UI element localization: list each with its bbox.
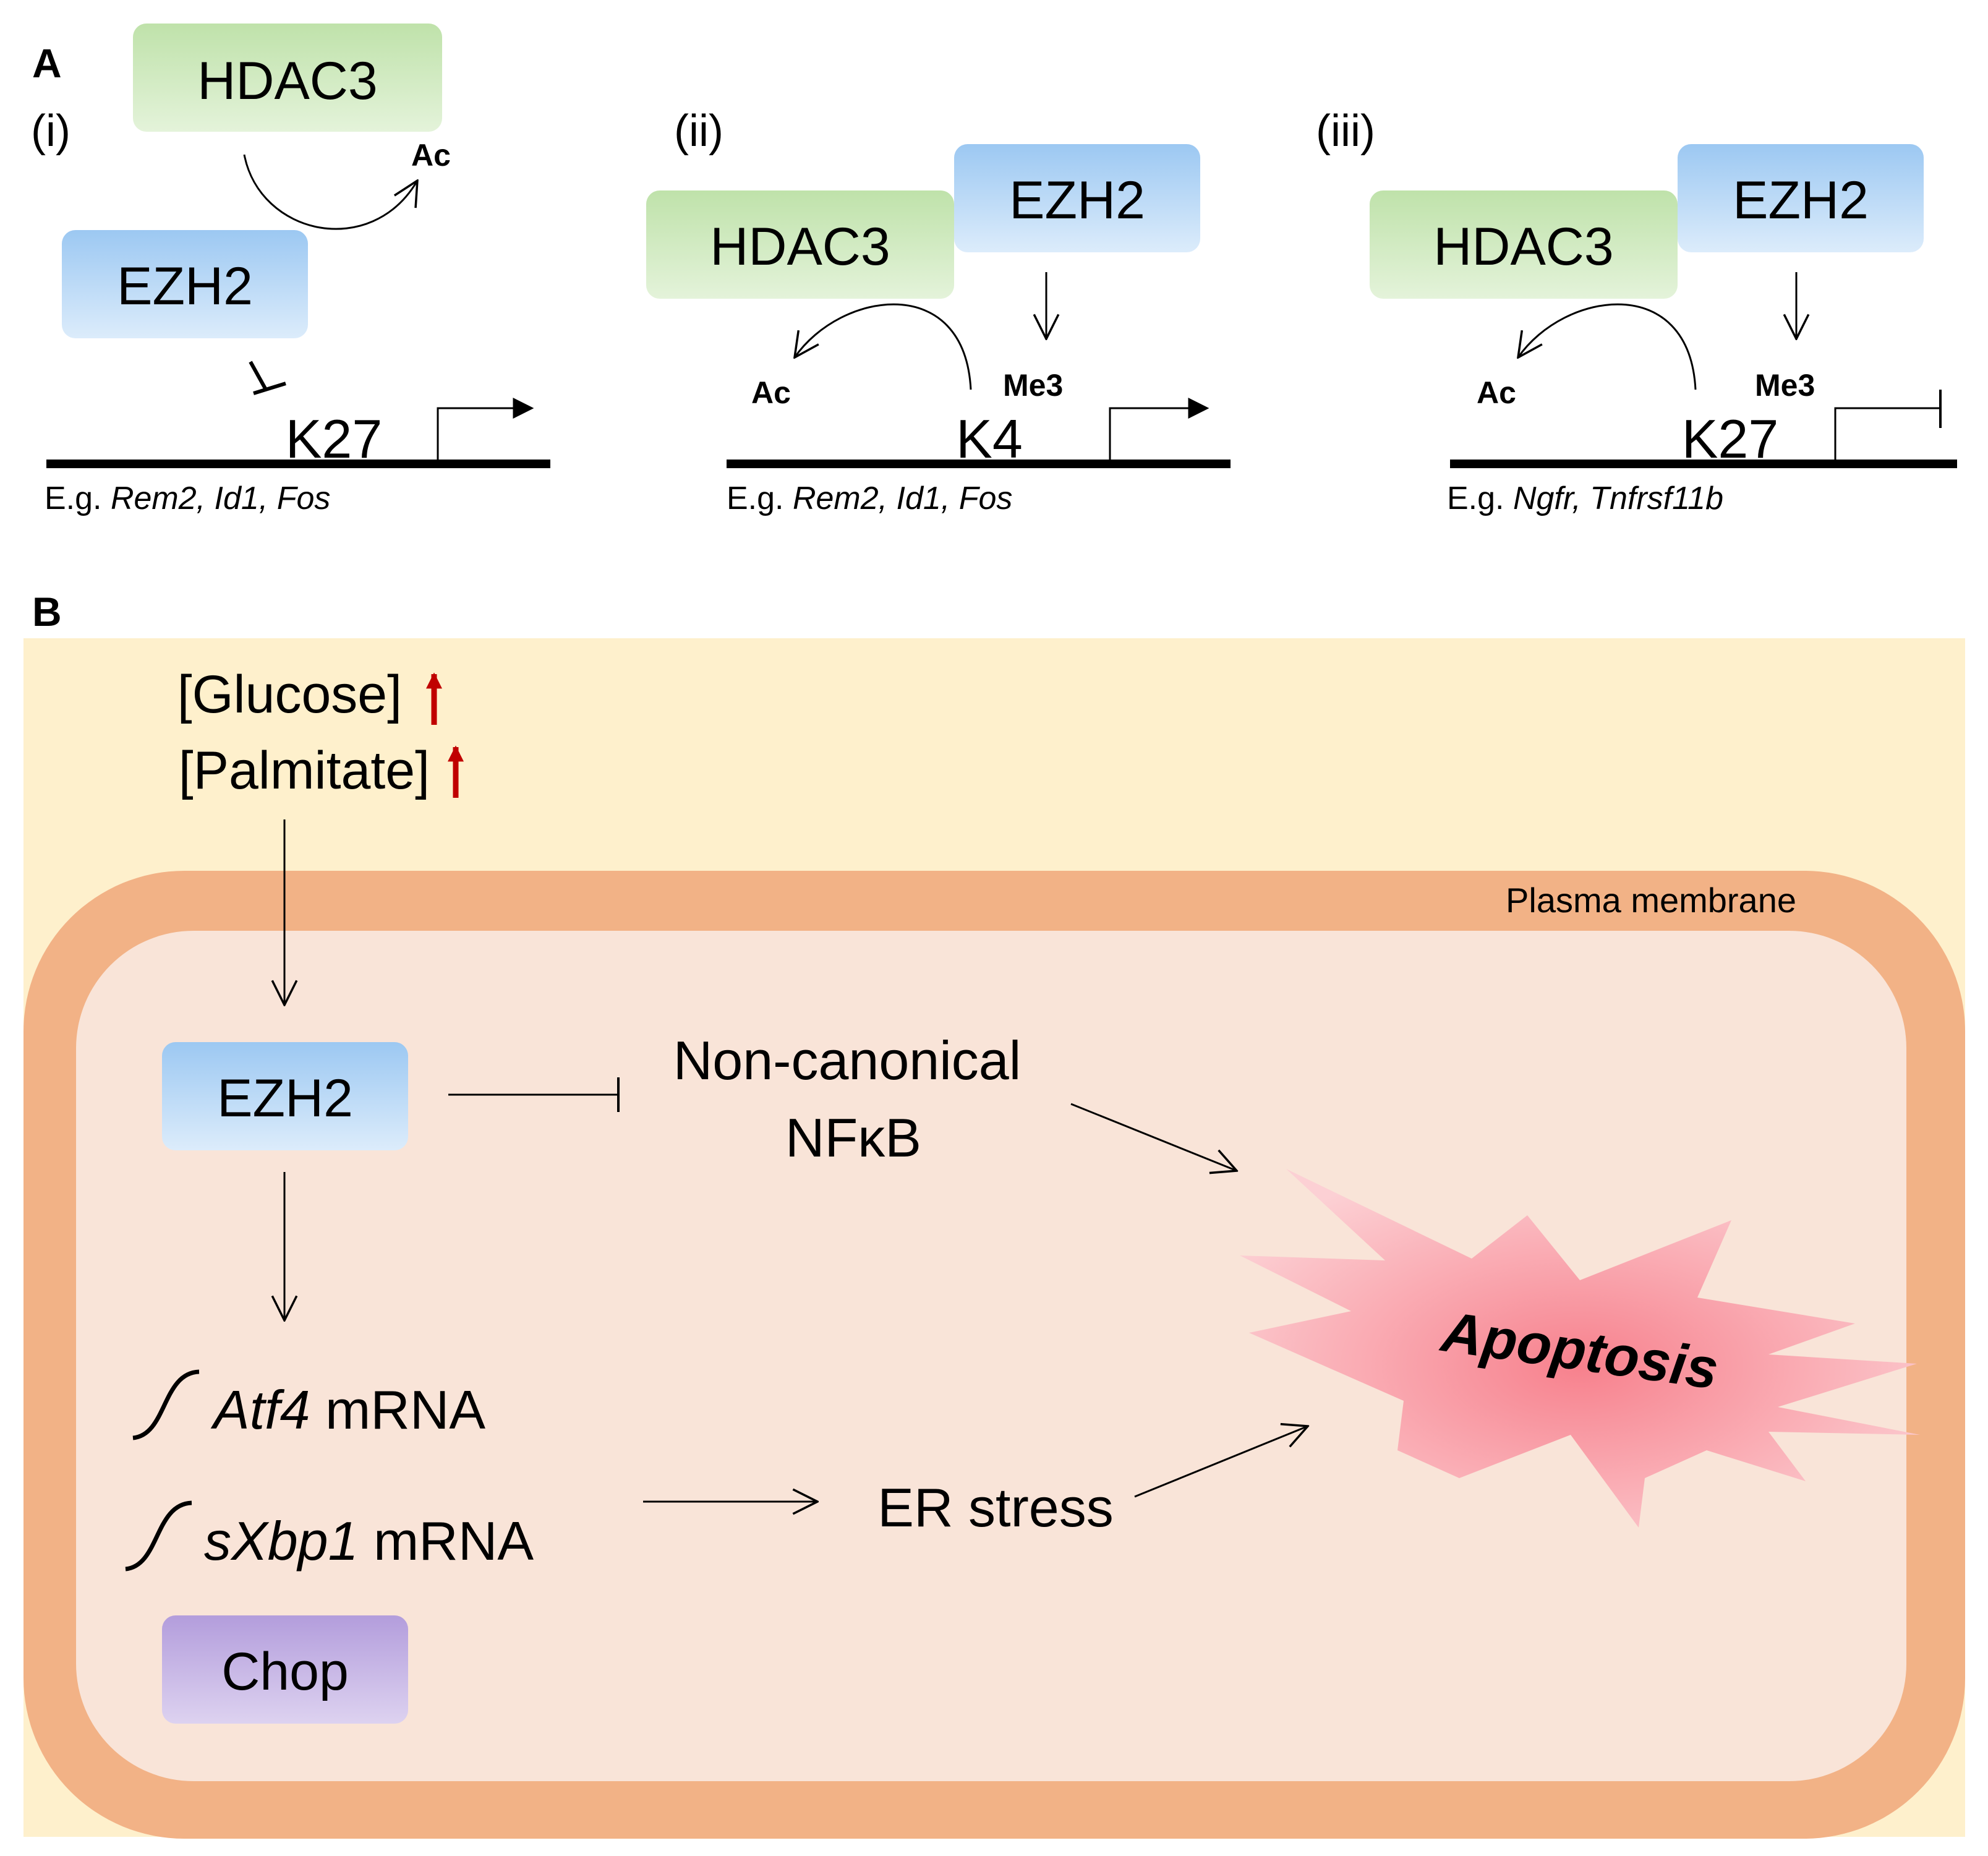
nfkb-label: NFκB [785, 1107, 921, 1168]
tss-blocked [1834, 407, 1940, 461]
example-genes: E.g. Ngfr, Tnfrsf11b [1447, 481, 1723, 516]
ezh2-label: EZH2 [217, 1069, 353, 1128]
nfkb-to-apoptosis-arrow [1070, 1103, 1237, 1171]
sxbp1-mrna-icon [125, 1500, 192, 1572]
me3-label: Me3 [1755, 368, 1815, 403]
atf4-mrna-icon [132, 1369, 200, 1440]
lysine-label: K27 [1682, 408, 1779, 469]
cytoplasm [76, 931, 1906, 1781]
panel-a-ii-label: (ii) [674, 106, 723, 156]
tss-arrow [437, 398, 534, 461]
hdac3-label: HDAC3 [197, 51, 378, 111]
acetyl-arrow [243, 154, 417, 230]
ezh2-label: EZH2 [1733, 171, 1869, 230]
er-stress-label: ER stress [877, 1477, 1113, 1538]
hdac3-label: HDAC3 [1433, 217, 1614, 276]
ac-label: Ac [751, 375, 791, 410]
panel-a-ii: (ii) HDAC3 EZH2 Ac Me3 K4 E.g. Rem2, Id1… [646, 106, 1231, 516]
ezh2-label: EZH2 [1009, 171, 1145, 230]
panel-a-label: A [32, 40, 62, 86]
sxbp1-mrna-label: sXbp1 mRNA [204, 1510, 534, 1572]
ezh2-box [62, 230, 308, 338]
panel-a-iii: (iii) HDAC3 EZH2 Ac Me3 K27 E.g. Ngfr, T… [1316, 106, 1957, 516]
panel-b-label: B [32, 589, 62, 635]
atf4-mrna-label: Atf4 mRNA [210, 1379, 485, 1440]
inhibition-mark [249, 361, 286, 395]
hdac3-label: HDAC3 [710, 217, 890, 276]
ezh2-box [954, 144, 1200, 252]
tss-arrow [1109, 398, 1209, 461]
palmitate-label: [Palmitate] [179, 741, 430, 800]
panel-a-i: (i) HDAC3 Ac EZH2 K27 E.g. Rem2, Id1, Fo… [31, 24, 550, 516]
ac-label: Ac [411, 138, 451, 173]
hdac3-box [646, 190, 954, 299]
deacetyl-arrow [1518, 303, 1697, 390]
hdac3-box [1370, 190, 1678, 299]
ezh2-box [162, 1042, 408, 1150]
glucose-label: [Glucose] [177, 665, 402, 724]
example-genes: E.g. Rem2, Id1, Fos [45, 481, 330, 516]
ezh2-box [1678, 144, 1924, 252]
panel-a-i-label: (i) [31, 106, 70, 156]
non-canonical-label: Non-canonical [673, 1030, 1022, 1091]
ac-label: Ac [1477, 375, 1516, 410]
deacetyl-arrow [795, 303, 972, 390]
chop-label: Chop [221, 1642, 349, 1701]
lysine-label: K27 [286, 408, 383, 469]
panel-a-iii-label: (iii) [1316, 106, 1375, 156]
me3-label: Me3 [1003, 368, 1063, 403]
chop-box [162, 1615, 408, 1724]
apoptosis-burst [1240, 1169, 1920, 1528]
lysine-label: K4 [956, 408, 1023, 469]
plasma-membrane-label: Plasma membrane [1506, 881, 1796, 920]
hdac3-box [133, 24, 442, 132]
er-stress-to-apoptosis-arrow [1134, 1426, 1308, 1498]
ezh2-label: EZH2 [117, 257, 253, 316]
example-genes: E.g. Rem2, Id1, Fos [727, 481, 1012, 516]
